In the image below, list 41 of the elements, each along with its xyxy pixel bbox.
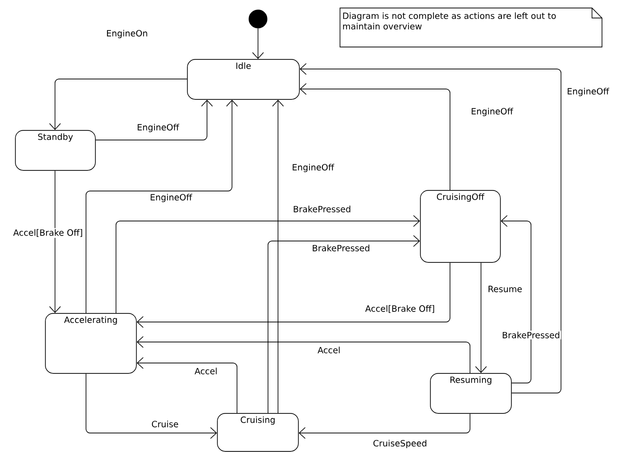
edge-label: EngineOff [148, 192, 194, 204]
initial-state-dot [248, 10, 268, 28]
arrow [475, 262, 487, 373]
state-box: Idle [187, 59, 300, 100]
state-box: CruisingOff [420, 190, 501, 263]
arrow [252, 28, 264, 59]
arrow [86, 100, 238, 314]
arrow [298, 413, 470, 439]
edge-label: Accel [316, 346, 342, 354]
arrow [272, 100, 284, 414]
arrow [136, 336, 470, 374]
edge-label: BrakePressed [500, 330, 562, 340]
edge-label: BrakePressed [292, 204, 352, 214]
edge-label: EngineOff [290, 162, 336, 174]
arrow [116, 215, 420, 314]
note: Diagram is not complete as actions are left out to maintain overview [340, 8, 602, 48]
edge-label: CruiseSpeed [372, 438, 428, 450]
arrow [268, 235, 420, 414]
arrow [86, 373, 217, 439]
arrow [300, 63, 562, 394]
state-box: Accelerating [45, 313, 137, 374]
edge-label: BrakePressed [310, 244, 372, 252]
edge-label: Resume [486, 284, 524, 294]
edge-label: Accel[Brake Off] [364, 304, 436, 314]
edge-label: EngineOff [566, 86, 610, 98]
state-box: Cruising [217, 412, 299, 452]
arrow [300, 83, 450, 190]
edge-label: EngineOff [470, 106, 514, 118]
arrow [95, 100, 213, 140]
edge-label: Accel[Brake Off] [12, 228, 84, 238]
arrow [500, 215, 532, 384]
arrow [49, 170, 61, 313]
edge-label: Accel [194, 366, 218, 376]
state-box: Standby [15, 130, 96, 171]
arrow [136, 262, 450, 328]
state-box: Resuming [430, 372, 512, 414]
edge-label: EngineOff [136, 122, 180, 134]
edge-label: Cruise [150, 420, 180, 428]
arrow [49, 78, 188, 130]
arrow [136, 357, 238, 414]
edge-label: EngineOn [105, 28, 149, 40]
